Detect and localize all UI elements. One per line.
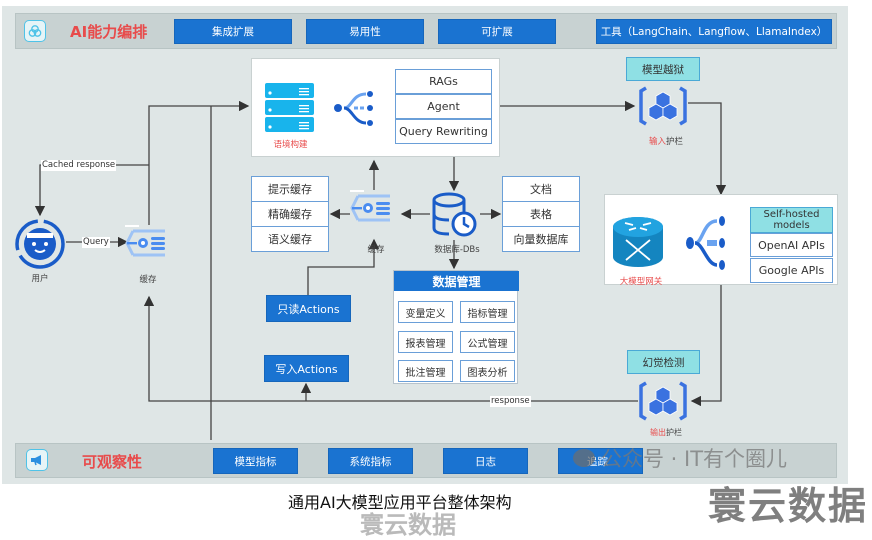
query-label: Query xyxy=(82,237,110,248)
data-type-document[interactable]: 文档 xyxy=(502,176,580,202)
database-label: 数据库-DBs xyxy=(434,245,480,255)
band-button-tools[interactable]: 工具（LangChain、Langflow、LlamaIndex） xyxy=(596,19,832,44)
model-gateway-panel: 大模型网关 Self-hosted models OpenAI APIs Goo… xyxy=(604,194,838,287)
model-google-apis[interactable]: Google APIs xyxy=(750,258,833,283)
jailbreak-tag: 模型越狱 xyxy=(626,57,700,81)
output-guard-label: 输出护栏 xyxy=(646,427,686,438)
band-button-model-metrics[interactable]: 模型指标 xyxy=(213,448,298,474)
self-hosted-models-header: Self-hosted models xyxy=(750,207,833,233)
cloud-nodes-icon xyxy=(24,20,46,42)
band-button-usability[interactable]: 易用性 xyxy=(306,19,424,44)
wechat-icon xyxy=(573,449,595,467)
cache-type-exact[interactable]: 精确缓存 xyxy=(251,201,329,227)
input-guard-icon[interactable] xyxy=(638,86,688,126)
cache-type-semantic[interactable]: 语义缓存 xyxy=(251,226,329,252)
cache-left-icon[interactable] xyxy=(125,225,171,261)
data-type-table[interactable]: 表格 xyxy=(502,201,580,227)
dm-item-formula-mgmt[interactable]: 公式管理 xyxy=(460,331,515,353)
edge-cached-response xyxy=(34,164,149,217)
cached-response-label: Cached response xyxy=(41,160,117,171)
response-label: response xyxy=(490,396,531,407)
cache-type-prompt[interactable]: 提示缓存 xyxy=(251,176,329,202)
hallucination-detection-tag: 幻觉检测 xyxy=(627,350,700,374)
band-button-system-metrics[interactable]: 系统指标 xyxy=(328,448,413,474)
data-type-vector-db[interactable]: 向量数据库 xyxy=(502,226,580,252)
top-band: AI能力编排 集成扩展 易用性 可扩展 工具（LangChain、Langflo… xyxy=(15,13,837,49)
dm-item-variable-def[interactable]: 变量定义 xyxy=(398,301,453,323)
gateway-router-icon xyxy=(685,213,729,273)
dm-item-annotation-mgmt[interactable]: 批注管理 xyxy=(398,360,453,382)
database-clock-icon[interactable] xyxy=(432,192,478,238)
top-band-title: AI能力编排 xyxy=(70,22,148,41)
data-management-panel: 数据管理 变量定义 指标管理 报表管理 公式管理 批注管理 图表分析 xyxy=(393,270,519,384)
dm-item-report-mgmt[interactable]: 报表管理 xyxy=(398,331,453,353)
edge-read-actions-to-cache xyxy=(307,238,380,296)
cache-left-label: 缓存 xyxy=(139,275,157,285)
megaphone-icon xyxy=(26,449,48,471)
edge-response xyxy=(143,295,638,402)
edge-cache-to-context xyxy=(148,100,250,225)
cache-mid-icon[interactable] xyxy=(350,190,396,226)
band-button-integration[interactable]: 集成扩展 xyxy=(174,19,292,44)
figure-caption: 通用AI大模型应用平台整体架构 xyxy=(288,493,512,512)
context-item-query-rewriting[interactable]: Query Rewriting xyxy=(395,119,492,144)
wechat-watermark: 公众号 · IT有个圈儿 xyxy=(573,443,833,473)
edge-input-guard-to-gateway xyxy=(688,102,727,196)
user-face-icon[interactable] xyxy=(14,218,66,270)
brand-watermark-faded: 寰云数据 xyxy=(360,511,456,539)
edge-gateway-to-output-guard xyxy=(690,285,722,407)
context-building-panel: 语境构建 RAGs Agent Query Rewriting xyxy=(251,58,500,157)
output-guard-label-red: 输出 xyxy=(650,428,666,437)
wechat-watermark-text: 公众号 · IT有个圈儿 xyxy=(601,447,788,471)
band-button-scalability[interactable]: 可扩展 xyxy=(438,19,556,44)
input-guard-label-red: 输入 xyxy=(648,137,666,147)
input-guard-label: 输入护栏 xyxy=(646,135,686,147)
context-item-rags[interactable]: RAGs xyxy=(395,69,492,94)
router-cylinder-icon xyxy=(611,215,665,269)
model-openai-apis[interactable]: OpenAI APIs xyxy=(750,233,833,257)
brand-watermark: 寰云数据 xyxy=(708,484,869,528)
output-guard-icon[interactable] xyxy=(638,381,688,421)
server-stack-icon xyxy=(265,83,314,135)
cache-mid-label: 缓存 xyxy=(367,245,385,255)
bottom-band-title: 可观察性 xyxy=(82,452,143,471)
data-management-title: 数据管理 xyxy=(394,271,519,291)
dm-item-metric-mgmt[interactable]: 指标管理 xyxy=(460,301,515,323)
read-actions-button[interactable]: 只读Actions xyxy=(266,295,351,322)
context-item-agent[interactable]: Agent xyxy=(395,94,492,119)
band-button-logs[interactable]: 日志 xyxy=(443,448,528,474)
branch-router-icon xyxy=(332,89,376,129)
user-label: 用户 xyxy=(31,274,49,284)
gateway-label: 大模型网关 xyxy=(619,277,663,287)
output-guard-label-gray: 护栏 xyxy=(666,428,682,437)
dm-item-chart-analysis[interactable]: 图表分析 xyxy=(460,360,515,382)
context-building-label: 语境构建 xyxy=(273,140,308,150)
input-guard-label-gray: 护栏 xyxy=(666,137,684,147)
write-actions-button[interactable]: 写入Actions xyxy=(264,355,349,382)
